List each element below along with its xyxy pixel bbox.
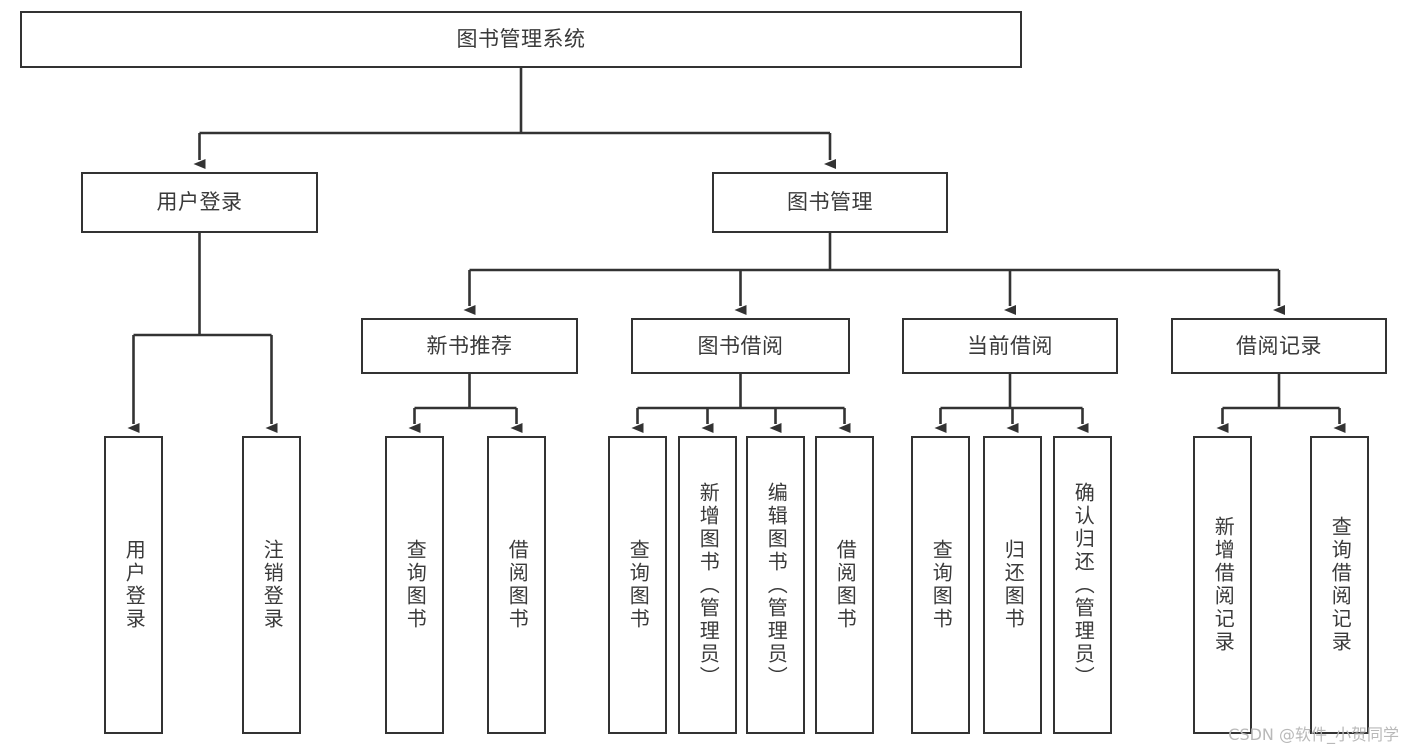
node-label: 新增借阅记录	[1211, 516, 1236, 654]
node-leaf-logout[interactable]: 注销登录	[242, 436, 301, 734]
node-root-system[interactable]: 图书管理系统	[20, 11, 1022, 68]
node-label: 查询图书	[929, 539, 954, 631]
node-label: 图书管理系统	[456, 27, 586, 52]
node-label: 用户登录	[122, 539, 147, 631]
node-label: 新增图书（管理员）	[696, 481, 721, 689]
node-borrow-record[interactable]: 借阅记录	[1171, 318, 1387, 374]
node-current-borrow[interactable]: 当前借阅	[902, 318, 1118, 374]
node-leaf-query-book-1[interactable]: 查询图书	[385, 436, 444, 734]
node-label: 图书借阅	[697, 333, 784, 358]
node-new-book-recommend[interactable]: 新书推荐	[361, 318, 578, 374]
node-label: 查询借阅记录	[1328, 516, 1353, 654]
node-leaf-confirm-return[interactable]: 确认归还（管理员）	[1053, 436, 1112, 734]
node-label: 新书推荐	[426, 333, 513, 358]
node-book-borrow[interactable]: 图书借阅	[631, 318, 850, 374]
node-book-manage[interactable]: 图书管理	[712, 172, 948, 233]
node-label: 借阅记录	[1236, 333, 1322, 358]
node-label: 用户登录	[156, 190, 243, 215]
node-label: 查询图书	[403, 539, 428, 631]
node-leaf-user-login[interactable]: 用户登录	[104, 436, 163, 734]
node-label: 归还图书	[1001, 539, 1026, 631]
node-label: 确认归还（管理员）	[1071, 481, 1096, 689]
node-label: 借阅图书	[833, 539, 858, 631]
node-leaf-query-book-3[interactable]: 查询图书	[911, 436, 970, 734]
node-label: 借阅图书	[505, 539, 530, 631]
node-leaf-query-book-2[interactable]: 查询图书	[608, 436, 667, 734]
node-leaf-add-record[interactable]: 新增借阅记录	[1193, 436, 1252, 734]
node-label: 查询图书	[626, 539, 651, 631]
node-label: 图书管理	[787, 190, 873, 215]
node-leaf-add-book[interactable]: 新增图书（管理员）	[678, 436, 737, 734]
node-leaf-borrow-book-1[interactable]: 借阅图书	[487, 436, 546, 734]
node-label: 注销登录	[260, 539, 285, 631]
node-user-login[interactable]: 用户登录	[81, 172, 318, 233]
node-leaf-borrow-book-2[interactable]: 借阅图书	[815, 436, 874, 734]
csdn-watermark: CSDN @软件_小贺同学	[1228, 725, 1399, 744]
node-leaf-edit-book[interactable]: 编辑图书（管理员）	[746, 436, 805, 734]
node-label: 编辑图书（管理员）	[764, 481, 789, 689]
node-leaf-query-record[interactable]: 查询借阅记录	[1310, 436, 1369, 734]
node-label: 当前借阅	[967, 333, 1053, 358]
node-leaf-return-book[interactable]: 归还图书	[983, 436, 1042, 734]
